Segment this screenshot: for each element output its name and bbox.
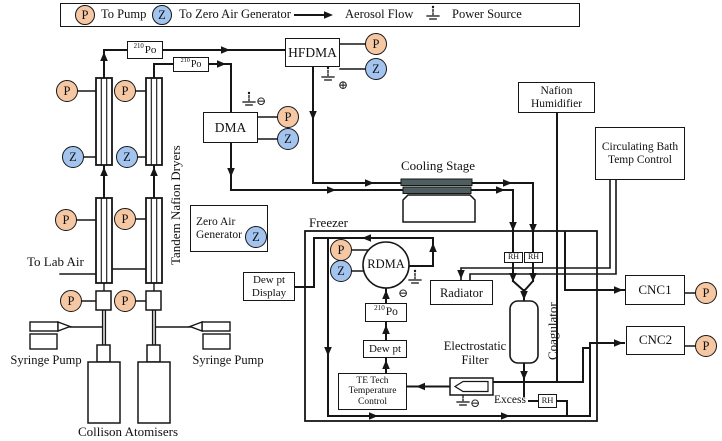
pump-port-cnc1: P — [695, 282, 717, 304]
te-tech-temperature-control-box: TE Tech Temperature Control — [338, 373, 407, 410]
pump-port-dryer-bottom-right: P — [114, 208, 136, 230]
electrostatic-filter-shape — [449, 377, 494, 396]
rh-label: RH — [507, 252, 520, 262]
zero-air-port-dma: Z — [277, 128, 299, 150]
zero-air-port-dryer-top-left: Z — [62, 146, 84, 168]
radiator-label: Radiator — [439, 285, 484, 300]
radiator-box: Radiator — [430, 280, 493, 305]
rdma-shape — [362, 241, 410, 289]
minus-polarity-icon-dma: ⊖ — [256, 94, 267, 108]
flow-arrowheads — [100, 11, 623, 420]
cooling-stage-shape — [400, 178, 476, 223]
cnc2-label: CNC2 — [638, 332, 673, 348]
electrostatic-filter-line2: Filter — [461, 352, 489, 367]
nafion-humidifier-line2: Humidifier — [530, 97, 583, 110]
port-stubs — [59, 43, 696, 358]
syringe-pump-left-label: Syringe Pump — [10, 353, 82, 367]
syringe-pump-right-label: Syringe Pump — [192, 353, 264, 367]
zero-air-port-dryer-top-right: Z — [116, 146, 138, 168]
zero-air-line2: Generator — [196, 228, 242, 241]
po210-label: Po — [144, 43, 157, 56]
rh-label: RH — [527, 252, 540, 262]
minus-polarity-icon-rdma: ⊖ — [398, 286, 409, 300]
plus-polarity-icon: ⊕ — [338, 78, 349, 92]
collison-atomisers-shape — [87, 344, 171, 424]
excess-label: Excess — [494, 394, 526, 406]
pump-port-valve-right: P — [114, 290, 136, 312]
po210-sup: 210 — [180, 57, 190, 65]
pump-port-legend: P — [75, 5, 95, 25]
legend-to-pump-label: To Pump — [101, 7, 147, 21]
minus-polarity-icon-filter: ⊖ — [470, 396, 481, 410]
rh-sensor-1: RH — [504, 252, 523, 263]
hfdma-label: HFDMA — [288, 44, 337, 60]
collison-atomisers-label: Collison Atomisers — [77, 424, 179, 439]
zero-air-port-generator: Z — [245, 226, 267, 248]
po210-label: Po — [385, 306, 398, 319]
freezer-enclosure — [304, 230, 598, 422]
electrostatic-filter-line1: Electrostatic — [443, 339, 507, 353]
dew-pt-box: Dew pt — [363, 340, 407, 358]
zero-air-port-legend: Z — [152, 5, 172, 25]
pump-port-cnc2: P — [695, 335, 717, 357]
po210-label: Po — [190, 58, 202, 70]
rh-sensor-3: RH — [538, 394, 557, 408]
dew-pt-display-line2: Display — [251, 286, 287, 299]
coolant-lines — [460, 179, 617, 281]
cooling-stage-label: Cooling Stage — [400, 158, 476, 173]
pump-port-dryer-bottom-left: P — [55, 209, 77, 231]
dma-label: DMA — [214, 119, 247, 135]
circulating-bath-box: Circulating Bath Temp Control — [595, 127, 685, 180]
to-lab-air-label: To Lab Air — [27, 254, 84, 269]
pump-port-valve-left: P — [60, 290, 82, 312]
zero-air-line1: Zero Air — [196, 215, 236, 228]
legend-to-zero-air-label: To Zero Air Generator — [179, 7, 291, 21]
dew-pt-display-line1: Dew pt — [252, 274, 286, 287]
dew-pt-display-box: Dew pt Display — [243, 272, 295, 301]
tandem-nafion-dryers-label: Tandem Nafion Dryers — [167, 145, 183, 265]
pump-port-hfdma: P — [365, 33, 387, 55]
freezer-label: Freezer — [309, 215, 348, 230]
syringe-pump-shapes — [29, 320, 231, 350]
nafion-humidifier-line1: Nafion — [540, 84, 573, 97]
nafion-dryer-columns — [95, 77, 163, 311]
circulating-bath-line2: Temp Control — [607, 153, 673, 166]
hfdma-box: HFDMA — [285, 38, 340, 67]
pump-port-dma: P — [277, 106, 299, 128]
po210-sup: 210 — [133, 43, 144, 51]
legend-box — [60, 3, 580, 27]
zero-air-port-hfdma: Z — [365, 58, 387, 80]
pump-port-rdma: P — [330, 239, 352, 261]
dma-box: DMA — [203, 112, 258, 143]
te-tech-line2: Temperature — [348, 386, 397, 397]
zero-air-port-rdma: Z — [330, 260, 352, 282]
electrostatic-filter-label: Electrostatic Filter — [428, 339, 522, 368]
dew-pt-label: Dew pt — [368, 342, 402, 355]
legend-power-source-label: Power Source — [452, 7, 522, 21]
po210-sup: 210 — [374, 304, 385, 313]
pump-port-dryer-top-right: P — [114, 80, 136, 102]
coagulator-shape — [509, 300, 539, 364]
rh-label: RH — [541, 395, 554, 406]
coagulator-label: Coagulator — [544, 302, 560, 361]
cnc1-label: CNC1 — [638, 281, 672, 297]
te-tech-line1: TE Tech — [356, 375, 389, 386]
legend-aerosol-flow-label: Aerosol Flow — [345, 7, 414, 21]
rh-sensor-2: RH — [524, 252, 543, 263]
circulating-bath-line1: Circulating Bath — [601, 140, 679, 153]
nafion-humidifier-box: Nafion Humidifier — [518, 82, 595, 113]
cnc1-box: CNC1 — [625, 275, 685, 305]
rdma-label: RDMA — [367, 257, 405, 272]
cnc2-box: CNC2 — [626, 326, 685, 355]
te-tech-line3: Control — [357, 396, 388, 407]
pump-port-dryer-top-left: P — [56, 80, 78, 102]
